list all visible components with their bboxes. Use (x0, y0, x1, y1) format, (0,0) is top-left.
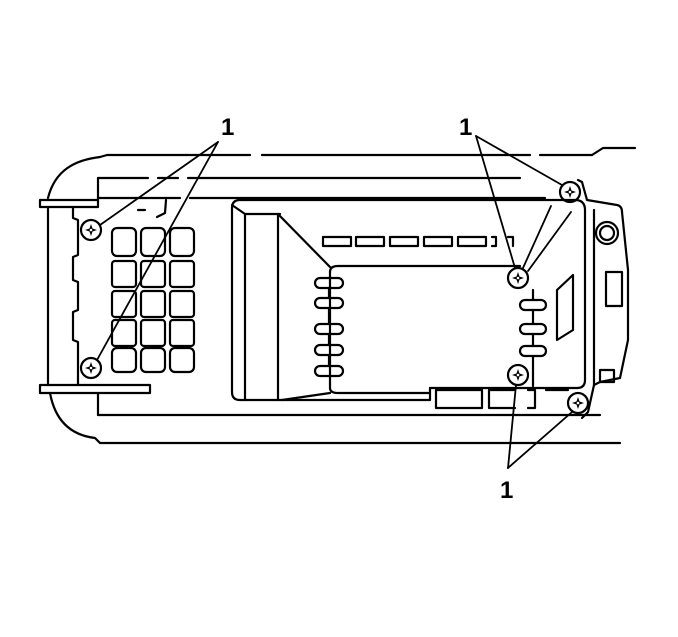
center-compartment (230, 198, 587, 410)
phillips-screw-icon (506, 266, 530, 290)
phillips-screw-icon (566, 391, 590, 415)
phillips-screw-icon (558, 180, 582, 204)
callout-label: 1 (459, 114, 472, 141)
console-outer-body (38, 146, 637, 445)
left-grid-panel (110, 226, 196, 374)
phillips-screw-icon (506, 363, 530, 387)
callout-label: 1 (500, 477, 513, 504)
leader-lines (96, 135, 573, 469)
right-end-cap (576, 178, 630, 420)
phillips-screw-icon (79, 218, 103, 242)
phillips-screw-icon (79, 356, 103, 380)
callout-label: 1 (221, 114, 234, 141)
